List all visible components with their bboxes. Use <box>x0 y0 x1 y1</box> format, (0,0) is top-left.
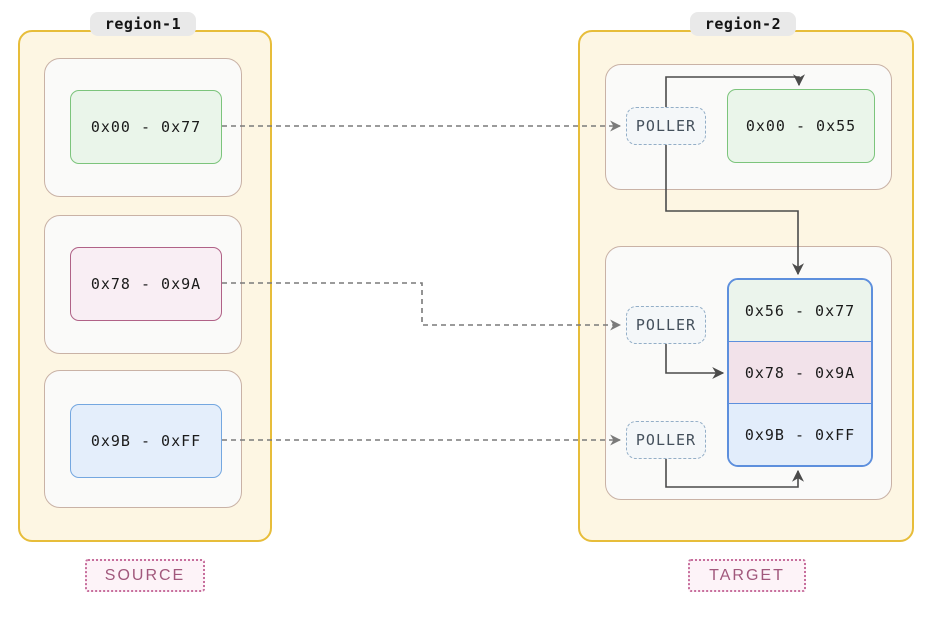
source-block-0x9B-0xFF: 0x9B - 0xFF <box>70 404 222 478</box>
target-block-0x9B-0xFF: 0x9B - 0xFF <box>729 404 871 465</box>
poller-2: POLLER <box>626 306 706 344</box>
region-2-title: region-2 <box>690 12 796 36</box>
target-stacked-block: 0x56 - 0x77 0x78 - 0x9A 0x9B - 0xFF <box>727 278 873 467</box>
source-block-0x78-0x9A: 0x78 - 0x9A <box>70 247 222 321</box>
poller-3: POLLER <box>626 421 706 459</box>
target-tag: TARGET <box>688 559 806 592</box>
source-block-0x00-0x77: 0x00 - 0x77 <box>70 90 222 164</box>
arrow-src2-to-poller2 <box>222 282 622 331</box>
target-block-0x00-0x55: 0x00 - 0x55 <box>727 89 875 163</box>
source-tag: SOURCE <box>85 559 205 592</box>
poller-1: POLLER <box>626 107 706 145</box>
target-block-0x56-0x77: 0x56 - 0x77 <box>729 280 871 341</box>
region-1-title: region-1 <box>90 12 196 36</box>
target-block-0x78-0x9A: 0x78 - 0x9A <box>729 341 871 404</box>
